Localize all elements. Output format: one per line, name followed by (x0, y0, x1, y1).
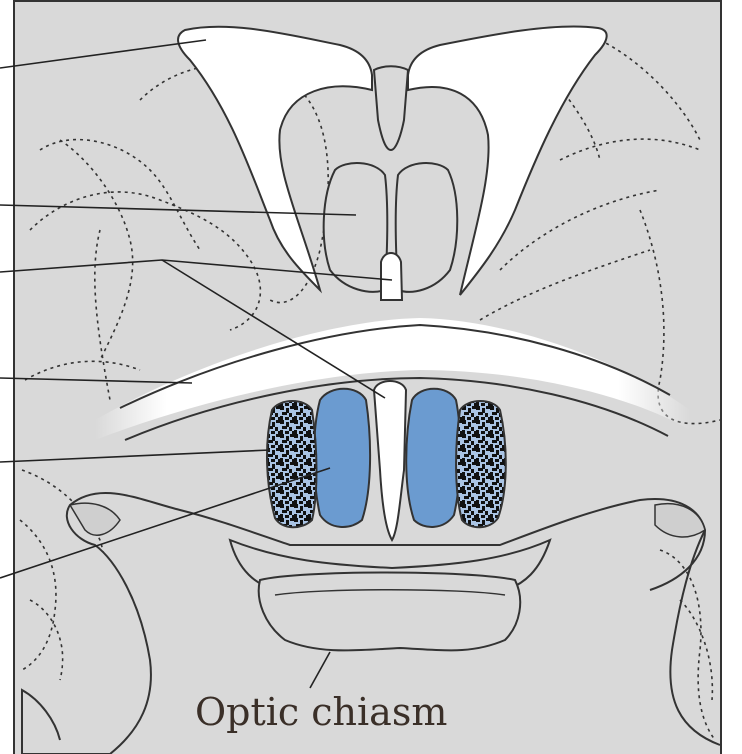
blue-nucleus-left (314, 389, 370, 527)
fornix-left (324, 163, 388, 292)
optic-chiasm (259, 573, 520, 651)
label-optic-chiasm: Optic chiasm (195, 690, 447, 734)
fornix-right (396, 163, 458, 292)
stippled-nucleus-left (267, 401, 317, 527)
blue-nucleus-right (406, 389, 460, 527)
third-ventricle-upper (381, 253, 402, 300)
stippled-nucleus-right (456, 401, 506, 527)
